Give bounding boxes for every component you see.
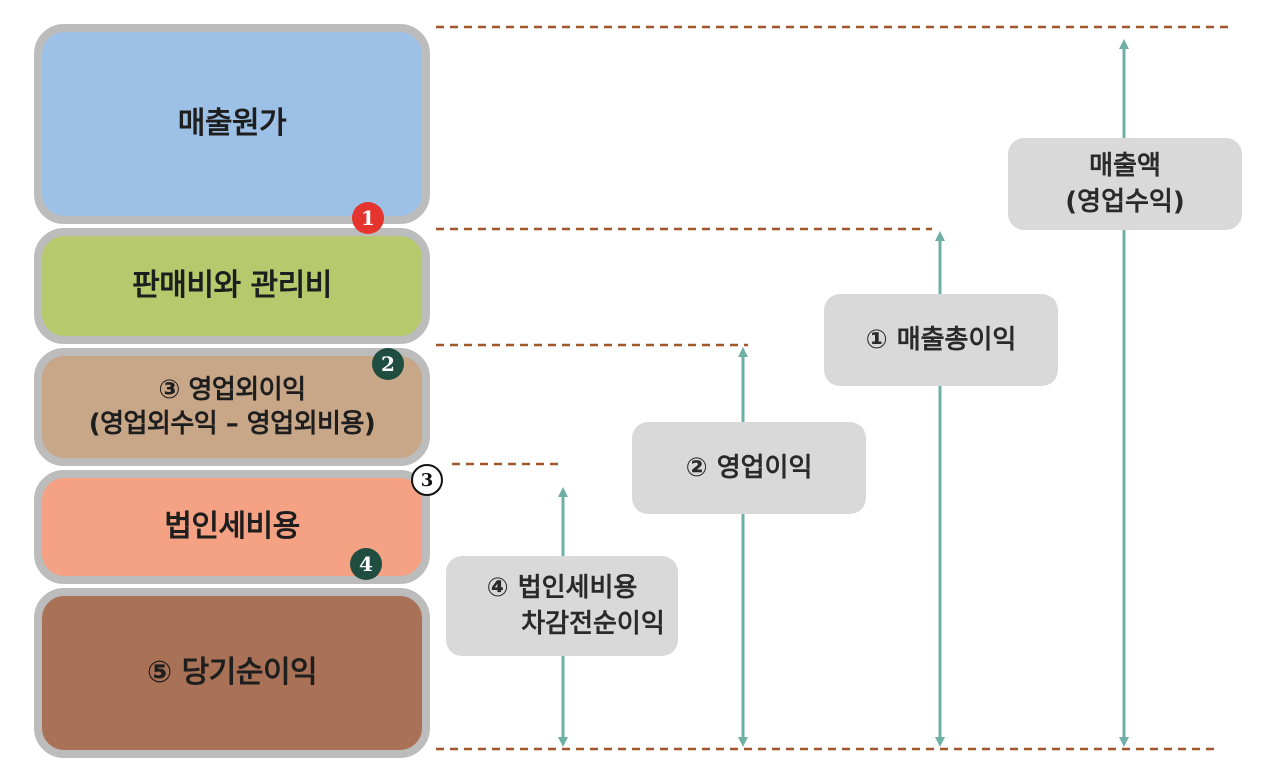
tax-label: 법인세비용 [164, 509, 300, 544]
non-operating-block: ③ 영업외이익 (영업외수익 – 영업외비용) [34, 348, 430, 466]
revenue-label: 매출액 [1089, 151, 1161, 181]
operating-profit-label: ② 영업이익 [685, 453, 813, 483]
gross-profit-label: ① 매출총이익 [865, 325, 1017, 355]
revenue-sublabel: (영업수익) [1065, 187, 1185, 217]
non-operating-label: ③ 영업외이익 [158, 375, 306, 405]
gross-profit-label-box: ① 매출총이익 [824, 294, 1058, 386]
badge-4: 4 [350, 548, 382, 580]
sga-block: 판매비와 관리비 [34, 228, 430, 344]
badge-1: 1 [352, 202, 384, 234]
cost-of-sales-block: 매출원가 [34, 24, 430, 224]
cost-of-sales-label: 매출원가 [177, 106, 287, 141]
pretax-profit-label: ④ 법인세비용 [486, 573, 638, 603]
revenue-label-box: 매출액 (영업수익) [1008, 138, 1242, 230]
sga-label: 판매비와 관리비 [132, 268, 332, 303]
net-income-label: ⑤ 당기순이익 [146, 655, 318, 690]
net-income-block: ⑤ 당기순이익 [34, 588, 430, 758]
badge-3: 3 [411, 464, 443, 496]
operating-profit-label-box: ② 영업이익 [632, 422, 866, 514]
non-operating-formula: (영업외수익 – 영업외비용) [88, 409, 376, 439]
pretax-profit-label-box: ④ 법인세비용 차감전순이익 [446, 556, 678, 656]
badge-2: 2 [372, 348, 404, 380]
pretax-profit-sublabel: 차감전순이익 [521, 609, 665, 639]
